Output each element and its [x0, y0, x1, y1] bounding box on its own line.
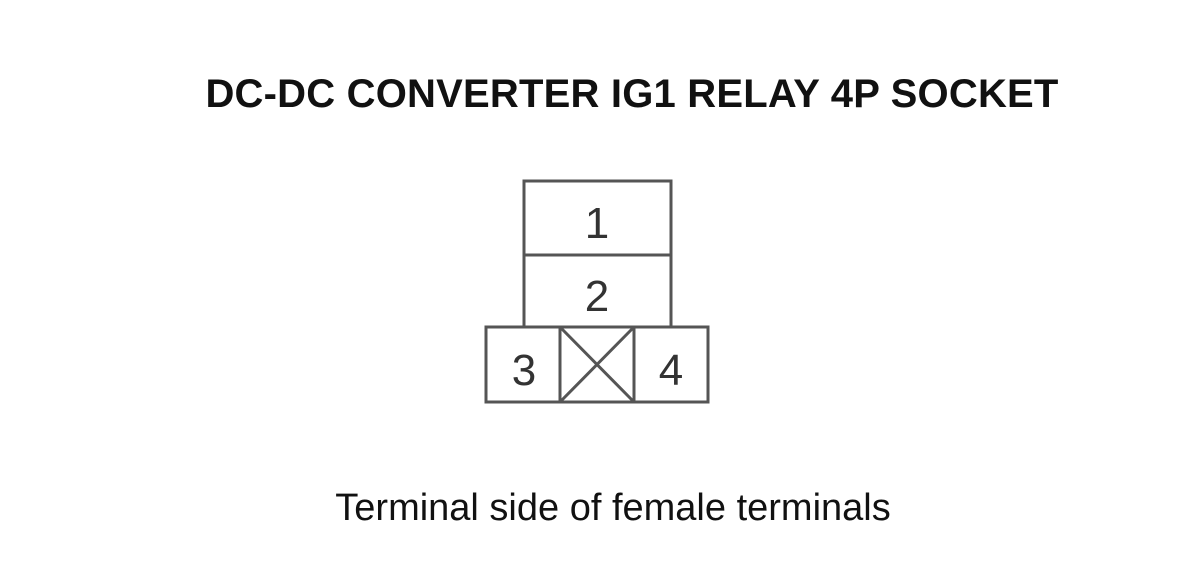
connector-outline — [484, 179, 710, 404]
x-mark-line-b — [558, 325, 636, 404]
pin-2-label: 2 — [585, 272, 609, 321]
pin-1-label: 1 — [585, 199, 609, 248]
diagram-caption: Terminal side of female terminals — [335, 487, 891, 529]
diagram-title: DC-DC CONVERTER IG1 RELAY 4P SOCKET — [205, 72, 1059, 116]
lower-housing — [484, 325, 710, 404]
pin-4-label: 4 — [659, 346, 683, 395]
pin-3-label: 3 — [512, 346, 536, 395]
